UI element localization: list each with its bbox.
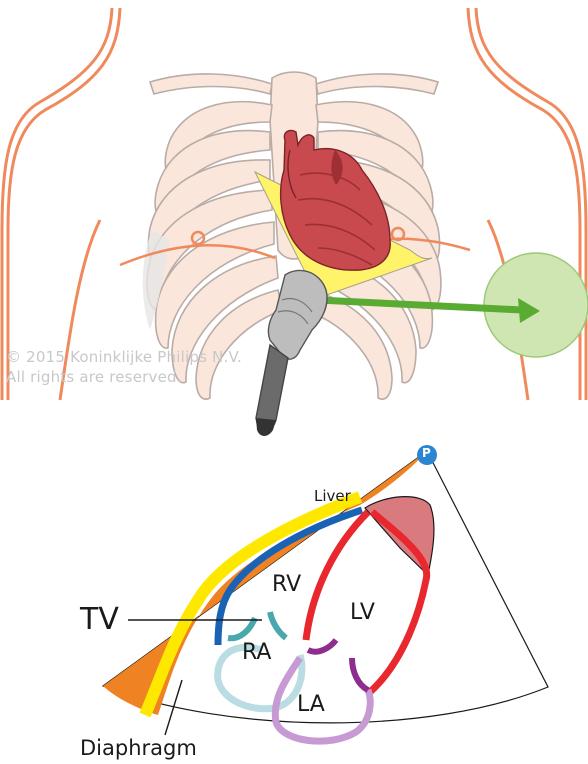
target-circle [484,253,588,357]
marker-letter: P [422,446,431,460]
copyright-line-1: © 2015 Koninklijke Philips N.V. [6,348,242,366]
label-liver: Liver [314,487,351,505]
label-la: LA [297,692,325,717]
copyright-line-2: All rights are reserved. [6,368,182,386]
label-tv: TV [80,602,119,637]
label-rv: RV [272,572,301,597]
label-diaphragm: Diaphragm [80,736,197,760]
label-lv: LV [350,600,375,625]
label-ra: RA [242,640,271,665]
